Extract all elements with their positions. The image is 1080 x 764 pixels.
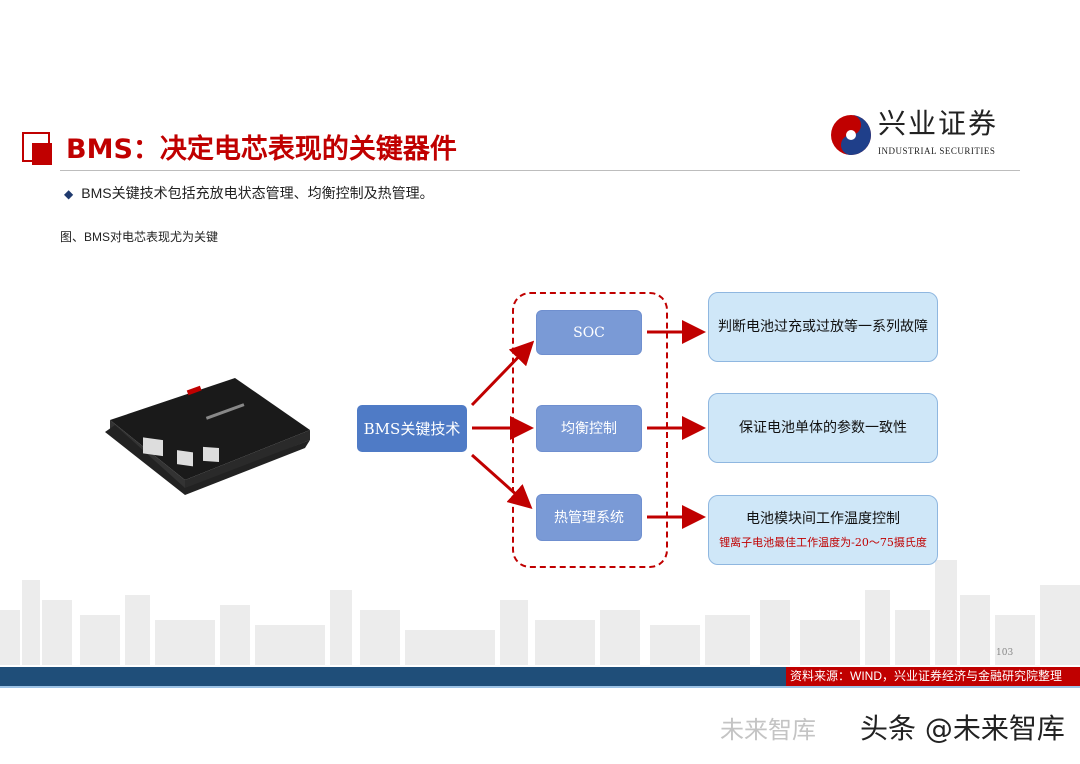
- logo-text-en: INDUSTRIAL SECURITIES: [878, 146, 996, 156]
- footer-bar-blue: [0, 667, 786, 686]
- title-square-icon-fill: [32, 143, 52, 165]
- bullet-text: BMS关键技术包括充放电状态管理、均衡控制及热管理。: [81, 185, 434, 201]
- title-divider: [60, 170, 1020, 171]
- result-text: 保证电池单体的参数一致性: [739, 420, 907, 436]
- result-text: 电池模块间工作温度控制: [746, 511, 900, 527]
- logo-text-cn: 兴业证券: [878, 107, 999, 140]
- temperature-note: 锂离子电池最佳工作温度为-20～75摄氏度: [719, 536, 927, 549]
- footer-underline: [0, 686, 1080, 688]
- watermark: 头条 @未来智库: [860, 712, 1065, 745]
- bms-device-image: [105, 378, 310, 495]
- result-thermal: 电池模块间工作温度控制锂离子电池最佳工作温度为-20～75摄氏度: [708, 495, 938, 565]
- footer-source: 资料来源：WIND，兴业证券经济与金融研究院整理: [786, 667, 1080, 686]
- page-number: 103: [996, 648, 1014, 658]
- result-text: 判断电池过充或过放等一系列故障: [718, 319, 928, 335]
- result-balance: 保证电池单体的参数一致性: [708, 393, 938, 463]
- logo-swirl-icon: [831, 115, 871, 155]
- diamond-bullet-icon: ◆: [64, 187, 74, 201]
- node-balance-control: 均衡控制: [536, 405, 642, 452]
- page-title: BMS：决定电芯表现的关键器件: [66, 134, 457, 165]
- bullet-point: ◆ BMS关键技术包括充放电状态管理、均衡控制及热管理。: [64, 184, 434, 203]
- watermark-faint: 未来智库: [720, 716, 816, 744]
- figure-caption: 图、BMS对电芯表现尤为关键: [60, 230, 219, 244]
- result-soc: 判断电池过充或过放等一系列故障: [708, 292, 938, 362]
- node-soc: SOC: [536, 310, 642, 355]
- city-skyline-background: [0, 560, 1080, 665]
- bms-root-node: BMS关键技术: [357, 405, 467, 452]
- node-thermal-management: 热管理系统: [536, 494, 642, 541]
